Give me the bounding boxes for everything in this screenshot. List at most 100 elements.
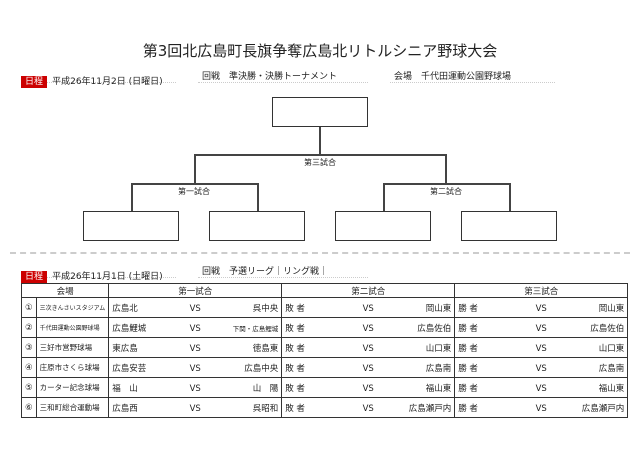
team-b: 広島中央	[244, 363, 279, 374]
day1-date-line: 日程 平成26年11月1日 (土曜日)	[21, 264, 176, 283]
day2-date: 平成26年11月2日 (日曜日)	[52, 77, 163, 87]
team-b: 広島南	[425, 363, 452, 374]
schedule-tag: 日程	[21, 271, 48, 283]
vs-label: VS	[189, 303, 201, 314]
divider	[10, 252, 630, 254]
row-number: ①	[21, 297, 37, 318]
day2-venue: 会場 千代田運動公園野球場	[390, 69, 555, 83]
row-number: ④	[21, 357, 37, 378]
team-a: 勝 者	[458, 323, 478, 334]
game3-cell: 勝 者 VS 広島南	[454, 357, 629, 378]
team-a: 敗 者	[285, 403, 305, 414]
team-b: 山口東	[425, 343, 452, 354]
team-a: 敗 者	[285, 363, 305, 374]
team-b: 広島佐伯	[590, 323, 625, 334]
team-a: 勝 者	[458, 343, 478, 354]
team-b: 福山東	[425, 383, 452, 394]
team-box	[335, 211, 431, 241]
game2-cell: 敗 者 VS 広島瀬戸内	[281, 397, 456, 418]
bracket-line	[509, 183, 511, 211]
team-a: 東広島	[112, 343, 138, 354]
vs-label: VS	[189, 343, 201, 354]
team-a: 敗 者	[285, 343, 305, 354]
venue-name: 千代田運動公園野球場	[35, 317, 110, 338]
team-box	[461, 211, 557, 241]
team-a: 勝 者	[458, 383, 478, 394]
bracket-line	[194, 154, 446, 156]
semi-left-label: 第一試合	[178, 187, 210, 196]
row-number: ②	[21, 317, 37, 338]
team-b: 広島瀬戸内	[408, 403, 452, 414]
team-b: 広島瀬戸内	[581, 403, 625, 414]
vs-label: VS	[362, 323, 374, 334]
vs-label: VS	[535, 363, 547, 374]
game2-cell: 敗 者 VS 広島南	[281, 357, 456, 378]
vs-label: VS	[535, 343, 547, 354]
game2-cell: 敗 者 VS 岡山東	[281, 297, 456, 318]
game3-cell: 勝 者 VS 山口東	[454, 337, 629, 358]
team-a: 敗 者	[285, 303, 305, 314]
team-a: 勝 者	[458, 363, 478, 374]
bracket-line	[257, 183, 259, 211]
schedule-tag: 日程	[21, 76, 48, 88]
team-b: 岡山東	[425, 303, 452, 314]
team-b: 山 陽	[252, 383, 279, 394]
vs-label: VS	[535, 303, 547, 314]
vs-label: VS	[362, 383, 374, 394]
header-game1: 第一試合	[108, 283, 283, 298]
game2-cell: 敗 者 VS 福山東	[281, 377, 456, 398]
team-box	[83, 211, 179, 241]
bracket-line	[194, 154, 196, 183]
team-b: 呉中央	[252, 303, 279, 314]
game3-cell: 勝 者 VS 広島瀬戸内	[454, 397, 629, 418]
vs-label: VS	[535, 323, 547, 334]
vs-label: VS	[189, 403, 201, 414]
vs-label: VS	[362, 403, 374, 414]
venue-name: カーター記念球場	[35, 377, 110, 398]
venue-name: 三好市営野球場	[35, 337, 110, 358]
venue-name: 庄原市さくら球場	[35, 357, 110, 378]
team-a: 広島鯉城	[112, 323, 147, 334]
team-a: 広島北	[112, 303, 138, 314]
team-b: 山口東	[598, 343, 625, 354]
bracket-line	[383, 183, 510, 185]
header-game2: 第二試合	[281, 283, 456, 298]
bracket-line	[131, 183, 133, 211]
vs-label: VS	[189, 323, 201, 334]
vs-label: VS	[362, 303, 374, 314]
bracket-line	[445, 154, 447, 183]
vs-label: VS	[535, 403, 547, 414]
team-b: 呉昭和	[252, 403, 279, 414]
team-b: 広島南	[598, 363, 625, 374]
team-a: 敗 者	[285, 383, 305, 394]
day1-date: 平成26年11月1日 (土曜日)	[52, 272, 163, 282]
team-a: 福 山	[112, 383, 138, 394]
vs-label: VS	[189, 383, 201, 394]
team-a: 勝 者	[458, 403, 478, 414]
team-a: 広島安芸	[112, 363, 147, 374]
team-b: 岡山東	[598, 303, 625, 314]
semi-right-label: 第二試合	[430, 187, 462, 196]
bracket-line	[131, 183, 258, 185]
day1-round: 回戦 予選リーグ｜リング戦｜	[198, 264, 368, 278]
champion-box	[272, 97, 368, 127]
bracket-line	[383, 183, 385, 211]
row-number: ⑥	[21, 397, 37, 418]
page-title: 第3回北広島町長旗争奪広島北リトルシニア野球大会	[142, 42, 498, 60]
header-game3: 第三試合	[454, 283, 629, 298]
row-number: ⑤	[21, 377, 37, 398]
vs-label: VS	[362, 363, 374, 374]
team-a: 広島西	[112, 403, 138, 414]
